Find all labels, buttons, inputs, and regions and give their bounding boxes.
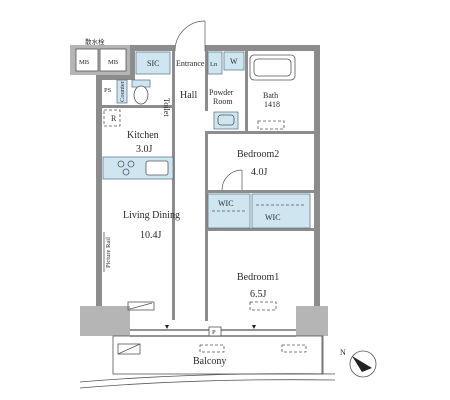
balcony-unit-1	[199, 344, 225, 353]
wic-2-label: WIC	[265, 213, 281, 222]
meter-box-label-2: MB	[108, 59, 119, 66]
bathtub	[249, 54, 296, 81]
powder-room-label-1: Powder	[209, 88, 234, 97]
bath-size: 1418	[264, 100, 280, 109]
refrigerator-space	[103, 109, 121, 127]
entrance-label: Entrance	[176, 59, 205, 68]
balcony-hatch	[117, 343, 141, 355]
hall-label: Hall	[180, 90, 197, 101]
entrance-door-swing	[174, 20, 206, 52]
floor-vent	[127, 301, 155, 311]
balcony-area	[112, 335, 324, 375]
living-dining-size: 10.4J	[140, 230, 162, 241]
counter	[116, 79, 128, 104]
bedroom1-size: 6.5J	[250, 289, 267, 300]
bedroom1-label: Bedroom1	[237, 272, 279, 283]
pipe-space-label: P	[212, 329, 216, 336]
linen-closet	[207, 51, 223, 75]
ps-label: PS	[104, 87, 112, 94]
powder-room-label-2: Room	[213, 97, 233, 106]
sic-closet	[135, 51, 171, 75]
compass-north-icon: N	[340, 348, 377, 378]
linen-label: Ln	[210, 61, 218, 68]
toilet-bowl	[133, 85, 149, 105]
kitchen-size: 3.0J	[136, 144, 153, 155]
living-dining-label: Living Dining	[123, 210, 180, 221]
bedroom2-size: 4.0J	[251, 167, 268, 178]
outer-walls	[80, 45, 328, 336]
washer-label: W	[230, 57, 238, 66]
water-valve-label: 散水栓	[85, 37, 105, 46]
meter-box-label-1: MB	[79, 59, 90, 66]
wic-2	[251, 193, 311, 229]
balcony-label: Balcony	[193, 356, 226, 367]
wic-1-label: WIC	[218, 199, 234, 208]
sic-label: SIC	[147, 59, 159, 68]
refrigerator-label: R	[111, 114, 117, 123]
balcony-unit-2	[281, 344, 307, 353]
picture-rail-label: Picture Rail	[105, 237, 112, 268]
bedroom2-door-swing	[221, 169, 243, 191]
kitchen-label: Kitchen	[127, 130, 159, 141]
toilet-label: Toilet	[162, 98, 171, 117]
washer	[223, 51, 245, 71]
interior-walls	[102, 51, 315, 321]
bath-label: Bath	[263, 91, 278, 100]
bath-vent	[257, 120, 285, 130]
bedroom2-label: Bedroom2	[237, 149, 279, 160]
kitchen-sink	[145, 160, 169, 176]
bedroom1-vent	[249, 301, 277, 311]
north-label: N	[340, 348, 346, 357]
meter-box-area: 散水栓 MB MB	[70, 37, 130, 75]
balcony-sash: P	[130, 325, 296, 337]
balcony-railing	[79, 373, 336, 383]
stove-icon	[117, 160, 135, 176]
counter-label: Counter	[119, 80, 126, 102]
